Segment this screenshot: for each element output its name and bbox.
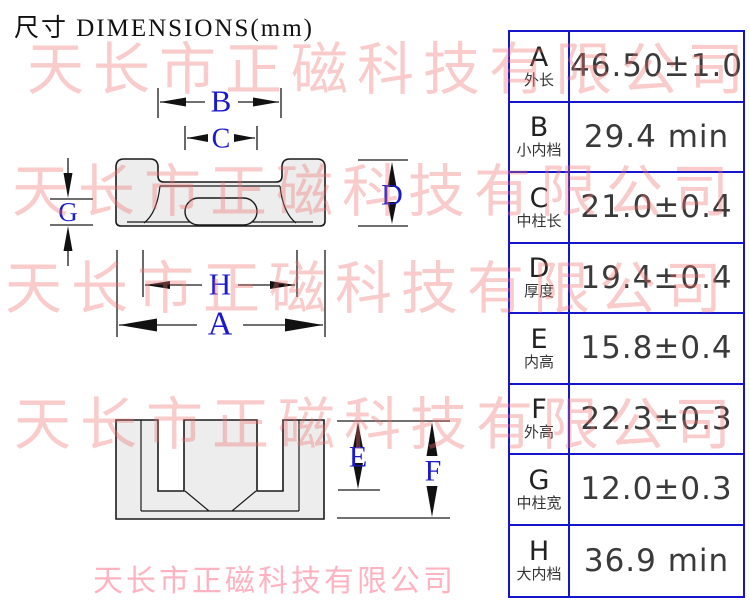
dim-name: 厚度 <box>523 282 554 301</box>
page-title: 尺寸 DIMENSIONS(mm) <box>14 15 314 42</box>
dim-letter: C <box>529 182 549 214</box>
dim-name: 外长 <box>523 70 554 89</box>
dim-value: 46.50±1.0 <box>570 48 744 85</box>
dim-name: 中柱宽 <box>516 493 562 512</box>
dim-name: 小内档 <box>516 141 562 160</box>
dim-b-arrow-right <box>253 97 279 107</box>
top-view-outline <box>115 158 326 227</box>
table-row: D 厚度 19.4±0.4 <box>510 243 744 314</box>
dim-letter: A <box>529 41 549 73</box>
dim-label-cell: E 内高 <box>510 314 570 383</box>
dim-label-h: H <box>209 267 231 302</box>
dim-f-arrow-down <box>426 486 438 517</box>
table-row: B 小内档 29.4 min <box>510 102 744 173</box>
dim-value: 12.0±0.3 <box>580 471 733 508</box>
dim-name: 中柱长 <box>516 211 562 230</box>
dim-value: 19.4±0.4 <box>580 259 733 296</box>
dim-h-arrow-right <box>270 281 295 289</box>
dim-label-cell: D 厚度 <box>510 243 570 312</box>
dim-h-arrow-left <box>145 281 170 289</box>
dim-e-arrow-up <box>353 422 363 448</box>
dim-letter: F <box>531 394 547 426</box>
table-row: F 外高 22.3±0.3 <box>510 384 744 455</box>
dim-g-arrow-down <box>63 173 73 198</box>
dim-value: 22.3±0.3 <box>580 400 733 437</box>
dim-value: 29.4 min <box>583 118 730 155</box>
dim-label-cell: H 大内档 <box>510 525 570 596</box>
dim-a-extension-lines <box>116 250 326 337</box>
dim-label-cell: G 中柱宽 <box>510 455 570 524</box>
dim-value: 15.8±0.4 <box>580 330 733 367</box>
dim-name: 内高 <box>523 352 554 371</box>
dim-label-c: C <box>212 124 231 155</box>
dim-letter: B <box>529 112 549 144</box>
dim-letter: E <box>530 323 548 355</box>
dim-label-g: G <box>58 197 78 227</box>
table-row: C 中柱长 21.0±0.4 <box>510 173 744 244</box>
dim-label-cell: A 外长 <box>510 32 570 101</box>
table-row: A 外长 46.50±1.0 <box>510 32 744 103</box>
dim-d-arrow-up <box>387 162 397 187</box>
dim-name: 大内档 <box>516 565 562 584</box>
table-row: E 内高 15.8±0.4 <box>510 314 744 385</box>
dim-b-extension-lines <box>157 88 282 118</box>
dim-label-f: F <box>425 455 442 488</box>
dim-b-arrow-left <box>160 97 186 107</box>
dim-letter: H <box>528 536 550 568</box>
dim-letter: D <box>528 253 550 285</box>
dim-value: 36.9 min <box>583 542 730 579</box>
dim-label-cell: F 外高 <box>510 384 570 453</box>
dim-d-ticks <box>358 159 408 227</box>
dim-name: 外高 <box>523 423 554 442</box>
front-view-inner-lines <box>140 420 300 512</box>
dim-h-extension-lines <box>142 250 298 297</box>
dim-label-a: A <box>208 306 233 343</box>
dim-value: 21.0±0.4 <box>580 189 733 226</box>
table-row: H 大内档 36.9 min <box>510 525 743 596</box>
front-view-outline <box>115 419 325 520</box>
dim-label-d: D <box>381 179 403 212</box>
dimensions-table: A 外长 46.50±1.0 B 小内档 29.4 min C 中柱长 21.0… <box>508 30 745 598</box>
dim-g-arrow-up <box>63 226 73 251</box>
top-view-right-wall-curve <box>279 185 297 224</box>
dim-label-cell: C 中柱长 <box>510 173 570 242</box>
dim-c-arrow-left <box>187 134 208 142</box>
footer-watermark: 天长市正磁科技有限公司 <box>93 564 456 599</box>
dim-a-arrow-right <box>285 318 323 332</box>
center-post <box>184 197 258 226</box>
dim-c-extension-lines <box>184 126 258 150</box>
dim-label-b: B <box>211 84 232 119</box>
dim-d-arrow-down <box>387 202 397 224</box>
top-view-left-wall-curve <box>143 185 161 224</box>
dim-c-arrow-right <box>234 134 255 142</box>
dim-g-ticks <box>50 198 93 226</box>
dim-e-arrow-down <box>353 463 363 489</box>
dim-label-cell: B 小内档 <box>510 102 570 171</box>
dim-letter: G <box>528 464 550 496</box>
dim-a-arrow-left <box>119 318 157 332</box>
table-row: G 中柱宽 12.0±0.3 <box>510 455 744 526</box>
dim-f-arrow-up <box>426 422 438 456</box>
dim-label-e: E <box>349 441 367 474</box>
